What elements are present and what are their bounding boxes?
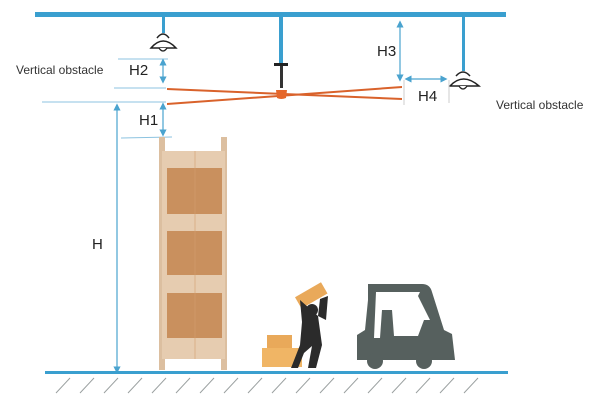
label-h2: H2 xyxy=(129,62,149,79)
dimension-h xyxy=(42,101,166,374)
dimension-h2 xyxy=(114,58,168,89)
ceiling-lamp-right-icon xyxy=(448,17,481,90)
obstacle-label-left: Vertical obstacle xyxy=(16,63,104,77)
dimension-h4 xyxy=(404,75,450,103)
ceiling-lamp-left-icon xyxy=(149,17,178,52)
label-h4: H4 xyxy=(418,88,438,105)
forklift-icon xyxy=(357,284,455,369)
ceiling-beam xyxy=(206,12,506,17)
ceiling-beam xyxy=(35,12,206,17)
worker-carrying-box-icon xyxy=(291,282,328,368)
parcel-stack-icon xyxy=(262,335,302,367)
floor xyxy=(45,371,508,394)
obstacle-label-right: Vertical obstacle xyxy=(496,98,584,112)
label-h1: H1 xyxy=(139,112,159,129)
ceiling-fan xyxy=(167,17,402,105)
dimension-h3 xyxy=(396,20,405,105)
pallet-rack xyxy=(159,137,227,370)
label-h: H xyxy=(92,236,103,253)
label-h3: H3 xyxy=(377,43,397,60)
